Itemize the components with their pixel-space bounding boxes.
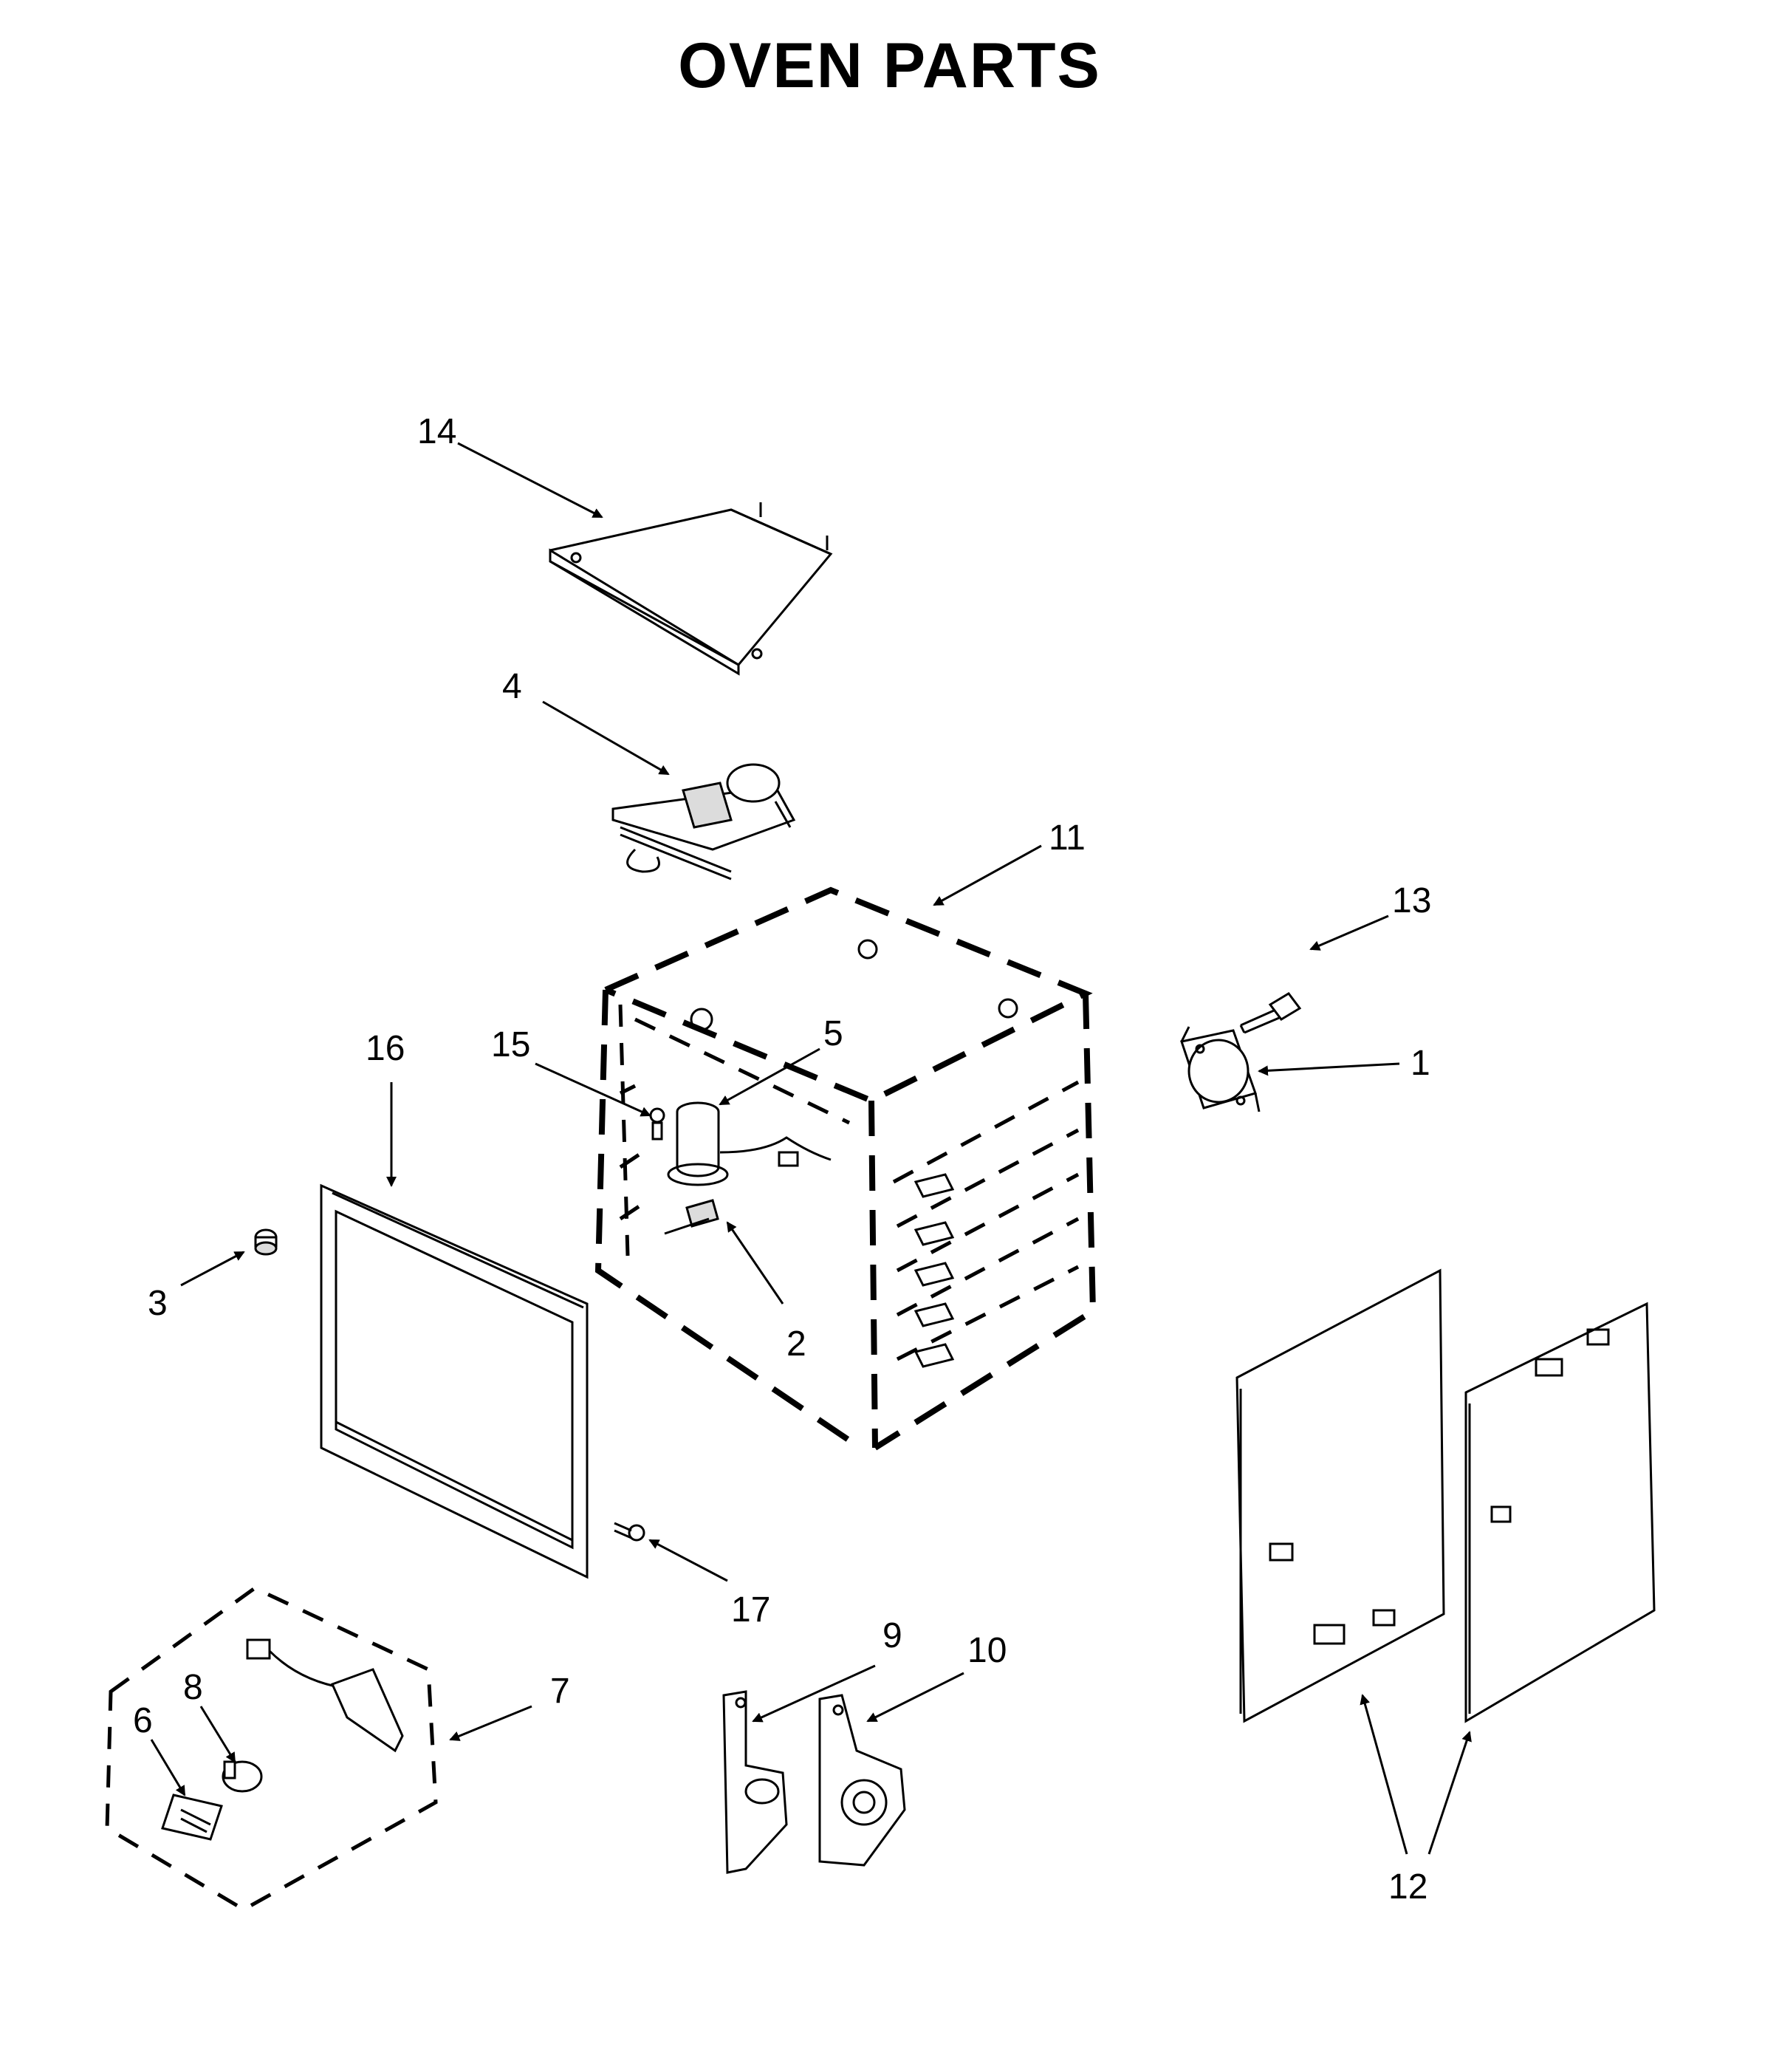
part-10-hinge-receptacle-right[interactable]	[818, 1694, 906, 1867]
page-title: OVEN PARTS	[678, 30, 1101, 101]
part-8-light-bulb[interactable]	[222, 1760, 263, 1793]
part-6-light-lens[interactable]	[161, 1794, 223, 1841]
part-4-door-latch-assembly[interactable]	[611, 763, 796, 881]
part-1-thermal-limiter[interactable]	[1180, 1026, 1261, 1112]
callout-11: 11	[1049, 818, 1086, 858]
callout-8: 8	[183, 1668, 203, 1707]
part-12-side-panel-left[interactable]	[1235, 1268, 1445, 1723]
callout-labels: 14 4 11 13 1 16 15 5 3 2 17 7 8 6 9 10 1…	[133, 412, 1431, 1907]
part-13-screw[interactable]	[1239, 992, 1302, 1034]
callout-12: 12	[1388, 1867, 1427, 1907]
callout-2: 2	[786, 1324, 806, 1364]
part-17-screw[interactable]	[614, 1522, 645, 1542]
callout-14: 14	[417, 412, 456, 451]
part-16-front-frame[interactable]	[320, 1183, 589, 1579]
part-15-screw[interactable]	[649, 1107, 665, 1141]
callout-3: 3	[148, 1284, 168, 1323]
part-9-hinge-receptacle-left[interactable]	[722, 1690, 788, 1874]
callout-13: 13	[1392, 881, 1431, 920]
leader-lines	[150, 442, 1472, 1855]
part-14-top-cover-plate[interactable]	[549, 502, 833, 676]
callout-10: 10	[967, 1631, 1007, 1670]
callout-9: 9	[882, 1616, 902, 1655]
part-3-bumper[interactable]	[254, 1228, 278, 1256]
callout-7: 7	[550, 1672, 570, 1711]
callout-15: 15	[491, 1025, 530, 1064]
part-2-bracket[interactable]	[664, 1199, 719, 1235]
callout-16: 16	[366, 1029, 405, 1068]
callout-4: 4	[502, 667, 522, 706]
part-12-side-panel-right[interactable]	[1464, 1302, 1656, 1723]
callout-5: 5	[823, 1014, 843, 1053]
callout-6: 6	[133, 1701, 153, 1740]
callout-17: 17	[731, 1590, 770, 1630]
part-11-oven-cavity[interactable]	[594, 886, 1097, 1451]
callout-1: 1	[1410, 1044, 1430, 1083]
part-5-light-housing[interactable]	[667, 1101, 832, 1186]
part-7-light-kit[interactable]	[105, 1586, 438, 1912]
